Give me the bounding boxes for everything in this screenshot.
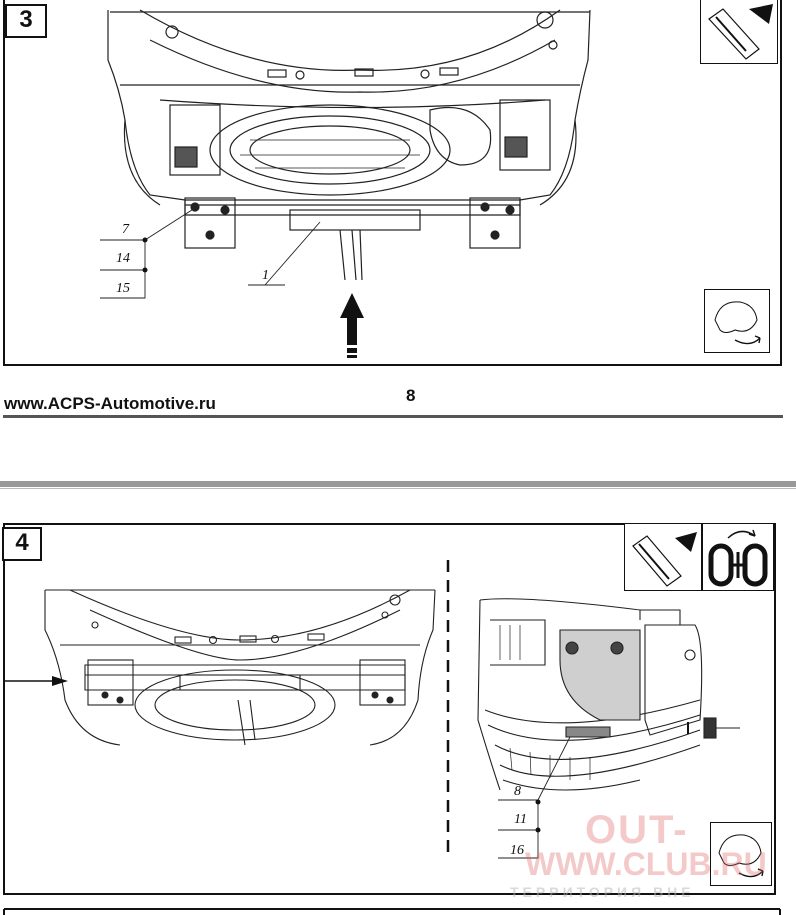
- watermark-line2: WWW.CLUB.RU: [525, 846, 767, 882]
- footer-rule: [3, 415, 783, 418]
- car-underside-view-icon: [624, 523, 702, 591]
- step4-callout-11: 11: [514, 812, 527, 827]
- step4-callout-8: 8: [514, 784, 521, 799]
- next-panel-edge: [0, 906, 796, 915]
- step3-callout-7: 7: [122, 222, 129, 237]
- hand-tighten-icon: [704, 289, 770, 353]
- step3-callout-15: 15: [116, 281, 130, 296]
- torque-rotate-icon: [702, 523, 774, 591]
- step3-callout-1: 1: [262, 268, 269, 283]
- step3-callout-14: 14: [116, 251, 130, 266]
- step3-panel: [3, 0, 782, 366]
- footer-url: www.ACPS-Automotive.ru: [4, 394, 216, 413]
- car-underside-view-icon: [700, 0, 778, 64]
- watermark-line1: OUT-: [585, 808, 689, 852]
- step4-number: 4: [2, 527, 42, 561]
- step3-number: 3: [5, 4, 47, 38]
- page-separator-line: [0, 488, 796, 489]
- hand-tighten-icon: [710, 822, 772, 886]
- step4-callout-16: 16: [510, 843, 524, 858]
- watermark-line3: ТЕРРИТОРИЯ ВНЕ: [510, 884, 695, 900]
- page-number: 8: [406, 386, 416, 405]
- page-separator: [0, 481, 796, 487]
